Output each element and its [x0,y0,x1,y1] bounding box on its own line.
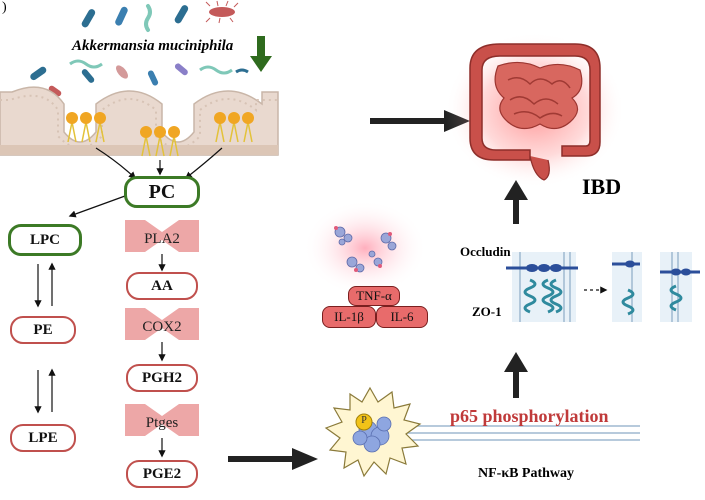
nfkb-label: NF-κB Pathway [478,466,575,481]
tight-junction-disrupted [612,252,700,322]
node-lpe: LPE [10,424,76,452]
cytokine-particles [303,200,427,296]
ibd-label: IBD [582,174,622,199]
bacteria-label: Akkermansia muciniphila [72,38,234,54]
enzyme-shape-ptges [125,404,199,436]
arrow-pge2-to-nfkb [228,448,318,470]
enzyme-ptges: Ptges [145,414,179,431]
occludin-label: Occludin [460,244,511,259]
enzyme-cox2: COX2 [142,318,182,335]
phospholipids-right [215,121,253,143]
enzyme-pla2: PLA2 [144,230,180,247]
cytokine-tnf: TNF-α [348,286,400,306]
phospholipid-heads-right [214,112,254,124]
p65-label: p65 phosphorylation [450,406,609,426]
node-pc: PC [124,176,200,208]
node-lpc: LPC [8,224,82,256]
phospholipid-heads-left [66,112,106,124]
node-pge2: PGE2 [126,460,198,488]
zo1-label: ZO-1 [472,304,502,319]
phospho-mark: P [361,415,367,426]
phospholipids-mid [141,135,179,157]
node-pgh2: PGH2 [126,364,198,392]
phospholipids-left [67,121,105,143]
cytokine-il1b: IL-1β [322,306,376,328]
tight-junction-intact [506,252,578,322]
enzyme-shape-cox2 [125,308,199,340]
bacteria-group [30,0,249,97]
arrow-up-to-tight-junction [504,352,528,398]
node-pe: PE [10,316,76,344]
nfkb-starburst-icon [324,386,422,478]
enzyme-shape-pla2 [125,220,199,252]
down-arrow-icon [250,36,272,72]
cytokine-il6: IL-6 [376,306,428,328]
node-aa: AA [126,272,198,300]
phospholipid-heads-mid [140,126,180,138]
panel-letter: ) [2,0,7,15]
arrow-up-to-ibd [504,180,528,224]
intestine-icon [445,32,625,188]
